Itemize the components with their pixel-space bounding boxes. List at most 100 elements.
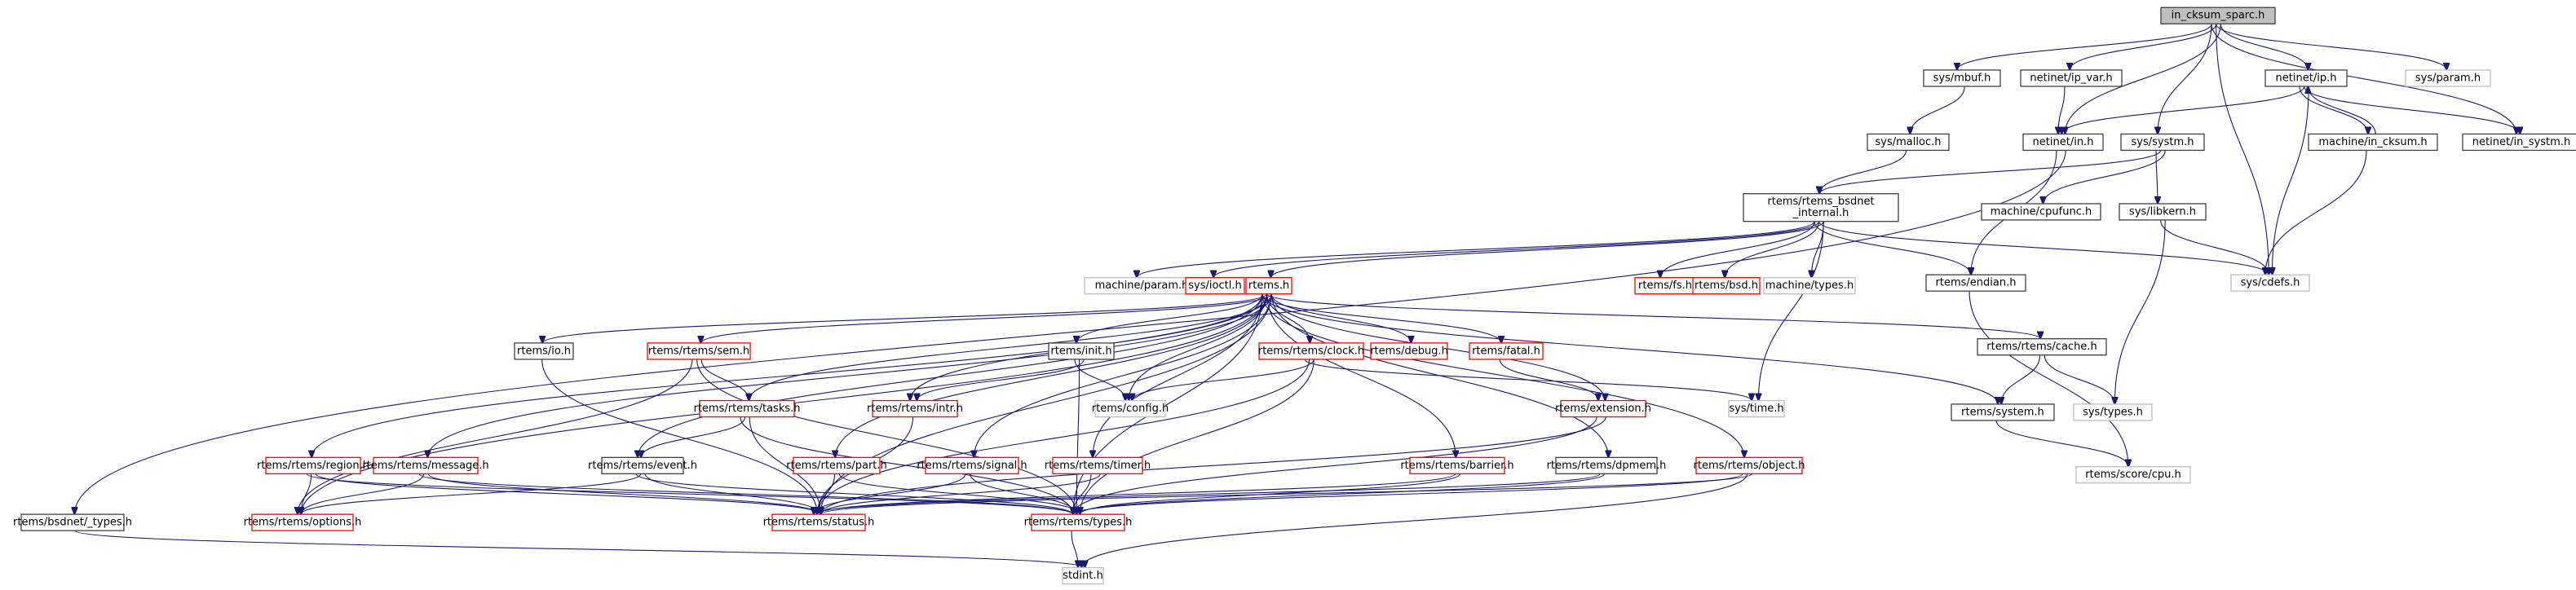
node-label: rtems/rtems/status.h (763, 517, 875, 529)
node-box (2308, 133, 2438, 152)
edge-timer-to-status (820, 473, 1101, 514)
edge-region-to-status (315, 473, 820, 514)
node-signal[interactable]: rtems/rtems/signal.h (917, 456, 1027, 474)
node-cache[interactable]: rtems/rtems/cache.h (1977, 338, 2107, 356)
node-time: sys/time.h (1728, 399, 1785, 418)
edge-bsdnet-to-mtypes (1811, 221, 1824, 278)
edge-bsdnet-to-cdefs (1818, 221, 2269, 275)
node-cpu: rtems/score/cpu.h (2075, 466, 2191, 484)
node-debug[interactable]: rtems/debug.h (1370, 342, 1448, 360)
node-object[interactable]: rtems/rtems/object.h (1694, 456, 1805, 474)
node-box (1743, 193, 1899, 222)
edge-clock-to-types (1080, 359, 1315, 514)
node-dpmem[interactable]: rtems/rtems/dpmem.h (1547, 456, 1667, 474)
node-part[interactable]: rtems/rtems/part.h (786, 456, 887, 474)
node-box (1867, 133, 1950, 152)
edge-in-to-bsdtypes (74, 150, 2066, 514)
node-ioctl[interactable]: sys/ioctl.h (1185, 277, 1245, 295)
node-box (20, 513, 125, 531)
node-label: rtems/rtems/sem.h (648, 345, 749, 357)
node-endian[interactable]: rtems/endian.h (1925, 274, 2026, 292)
edge-rtems-to-event (638, 293, 1263, 458)
edge-ip-to-insystm (2304, 86, 2521, 134)
node-bsdnet[interactable]: rtems/rtems_bsdnet_internal.h (1743, 193, 1899, 222)
node-options[interactable]: rtems/rtems/options.h (244, 513, 362, 531)
node-bsdtypes[interactable]: rtems/bsdnet/_types.h (13, 513, 132, 531)
node-label: sys/cdefs.h (2241, 277, 2300, 289)
node-in[interactable]: netinet/in.h (2022, 133, 2104, 152)
edge-systm-to-bsdnet (1819, 150, 2162, 193)
node-clock[interactable]: rtems/rtems/clock.h (1258, 342, 1364, 360)
node-incksum[interactable]: machine/in_cksum.h (2308, 133, 2438, 152)
edge-ip-to-cdefs (2272, 86, 2309, 275)
node-malloc[interactable]: sys/malloc.h (1867, 133, 1950, 152)
edge-root-to-systm (2158, 24, 2212, 134)
node-ip[interactable]: netinet/ip.h (2264, 69, 2348, 87)
node-intr[interactable]: rtems/rtems/intr.h (867, 399, 963, 418)
node-init[interactable]: rtems/init.h (1048, 342, 1115, 360)
edge-object-to-types (1073, 473, 1743, 514)
edge-layer (74, 24, 2520, 567)
edge-rtems-to-cache (1266, 293, 2041, 339)
edge-rtems-to-fatal (1261, 293, 1501, 343)
node-box (2075, 466, 2191, 484)
edge-bsdnet-to-mparam (1137, 221, 1815, 278)
edge-bsdnet-to-time (1758, 221, 1824, 401)
node-cpufunc[interactable]: machine/cpufunc.h (1981, 203, 2101, 221)
node-bsd[interactable]: rtems/bsd.h (1692, 277, 1761, 295)
node-mbuf[interactable]: sys/mbuf.h (1923, 69, 2001, 87)
edge-root-to-param (2216, 24, 2447, 70)
node-system[interactable]: rtems/system.h (1951, 403, 2055, 421)
node-fs[interactable]: rtems/fs.h (1634, 277, 1696, 295)
node-label: rtems/score/cpu.h (2085, 469, 2181, 481)
node-fatal[interactable]: rtems/fatal.h (1469, 342, 1544, 360)
node-box (1031, 513, 1125, 531)
node-box (1695, 456, 1803, 474)
edge-extension-to-status (820, 416, 1606, 515)
node-timer[interactable]: rtems/rtems/timer.h (1045, 456, 1151, 474)
edge-bsdnet-to-ioctl (1213, 221, 1820, 278)
node-insystm[interactable]: netinet/in_systm.h (2462, 133, 2576, 152)
edge-systm-to-libkern (2156, 150, 2158, 203)
node-label: in_cksum_sparc.h (2172, 10, 2265, 22)
edge-object-to-status (820, 473, 1752, 514)
node-sem[interactable]: rtems/rtems/sem.h (647, 342, 751, 360)
edge-clock-to-config (1132, 359, 1315, 401)
node-io[interactable]: rtems/io.h (514, 342, 574, 360)
edge-root-to-cdefs (2216, 24, 2269, 275)
node-root[interactable]: in_cksum_sparc.h (2160, 7, 2276, 24)
node-box (2022, 133, 2104, 152)
edge-tasks-to-event (641, 416, 746, 458)
node-event[interactable]: rtems/rtems/event.h (588, 456, 697, 474)
edge-rtems-to-tasks (749, 293, 1272, 401)
node-status[interactable]: rtems/rtems/status.h (763, 513, 875, 531)
node-box (2264, 69, 2348, 87)
edge-rtems-to-timer (1093, 293, 1263, 458)
edge-rtems-to-config (1129, 293, 1268, 401)
node-box (2160, 7, 2276, 24)
edge-init-to-types (1076, 359, 1079, 514)
node-message[interactable]: rtems/rtems/message.h (362, 456, 489, 474)
node-box (2120, 133, 2205, 152)
node-types[interactable]: rtems/rtems/types.h (1024, 513, 1133, 531)
node-box (1728, 399, 1785, 418)
edge-rtems-to-signal (974, 293, 1272, 458)
node-rtems[interactable]: rtems.h (1245, 277, 1292, 295)
node-box (925, 456, 1019, 474)
node-mparam: machine/param.h (1084, 277, 1200, 295)
node-label: rtems/rtems/region.h (257, 460, 369, 472)
node-barrier[interactable]: rtems/rtems/barrier.h (1400, 456, 1514, 474)
node-config: rtems/config.h (1092, 399, 1169, 418)
node-box (1409, 456, 1505, 474)
node-label: rtems/rtems/part.h (786, 460, 887, 472)
edge-bsdnet-to-bsd (1725, 221, 1820, 278)
edge-io-to-status (541, 359, 818, 514)
node-region[interactable]: rtems/rtems/region.h (257, 456, 369, 474)
node-label: rtems/fatal.h (1472, 345, 1540, 357)
node-ipvar[interactable]: netinet/ip_var.h (2020, 69, 2123, 87)
node-systm[interactable]: sys/systm.h (2120, 133, 2205, 152)
node-libkern[interactable]: sys/libkern.h (2119, 203, 2207, 221)
node-extension[interactable]: rtems/extension.h (1555, 399, 1651, 418)
node-tasks[interactable]: rtems/rtems/tasks.h (693, 399, 801, 418)
edge-rtems-to-system (1261, 293, 1998, 404)
